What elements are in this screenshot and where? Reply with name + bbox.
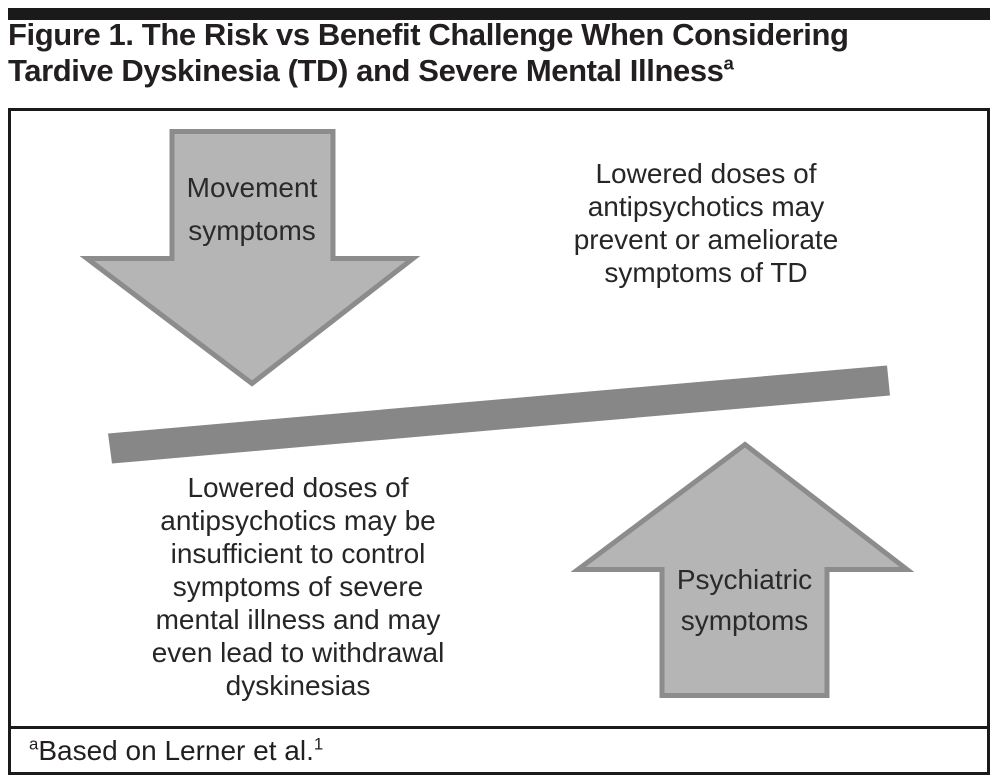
movement-arrow-label-line1: Movement: [186, 172, 318, 203]
figure-title-line2: Tardive Dyskinesia (TD) and Severe Menta…: [8, 53, 992, 89]
movement-arrow-label-line2: symptoms: [188, 215, 316, 246]
psychiatric-arrow-label-line1: Psychiatric: [676, 564, 813, 595]
movement-arrow-label: Movement symptoms: [167, 166, 337, 252]
footnote-content: aBased on Lerner et al.1: [29, 735, 323, 767]
risk-text-line4: symptoms of severe: [172, 571, 424, 602]
risk-text-line2: antipsychotics may be: [160, 505, 436, 536]
benefit-text-line1: Lowered doses of: [595, 158, 817, 189]
risk-text-line7: dyskinesias: [225, 670, 371, 701]
title-top-rule: [8, 8, 990, 20]
psychiatric-arrow-label: Psychiatric symptoms: [657, 559, 832, 641]
movement-arrow-shape: [79, 129, 421, 387]
balance-beam-shape: [108, 365, 890, 464]
figure-title-line1: Figure 1. The Risk vs Benefit Challenge …: [8, 17, 849, 52]
diagram-area: Movement symptoms Lowered doses of antip…: [11, 111, 987, 726]
benefit-text-line2: antipsychotics may: [587, 191, 825, 222]
risk-text-line6: even lead to withdrawal: [151, 637, 445, 668]
footnote-reference: 1: [313, 734, 324, 754]
benefit-text-line4: symptoms of TD: [604, 257, 808, 288]
benefit-text: Lowered doses of antipsychotics may prev…: [506, 157, 906, 289]
footnote-marker: a: [29, 734, 39, 754]
risk-text-line1: Lowered doses of: [187, 472, 409, 503]
figure-title-line2-text: Tardive Dyskinesia (TD) and Severe Menta…: [8, 53, 724, 88]
benefit-text-line3: prevent or ameliorate: [573, 224, 839, 255]
psychiatric-arrow-shape: [570, 441, 915, 698]
figure-title-superscript: a: [723, 52, 734, 74]
figure-panel: Movement symptoms Lowered doses of antip…: [8, 108, 990, 775]
footnote-text: Based on Lerner et al.: [38, 734, 314, 766]
figure-title: Figure 1. The Risk vs Benefit Challenge …: [8, 17, 992, 89]
diagram-canvas: [79, 129, 915, 698]
risk-text: Lowered doses of antipsychotics may be i…: [83, 471, 513, 702]
risk-text-line5: mental illness and may: [155, 604, 441, 635]
psychiatric-arrow-label-line2: symptoms: [680, 605, 809, 636]
footnote: aBased on Lerner et al.1: [11, 726, 987, 772]
risk-text-line3: insufficient to control: [170, 538, 426, 569]
